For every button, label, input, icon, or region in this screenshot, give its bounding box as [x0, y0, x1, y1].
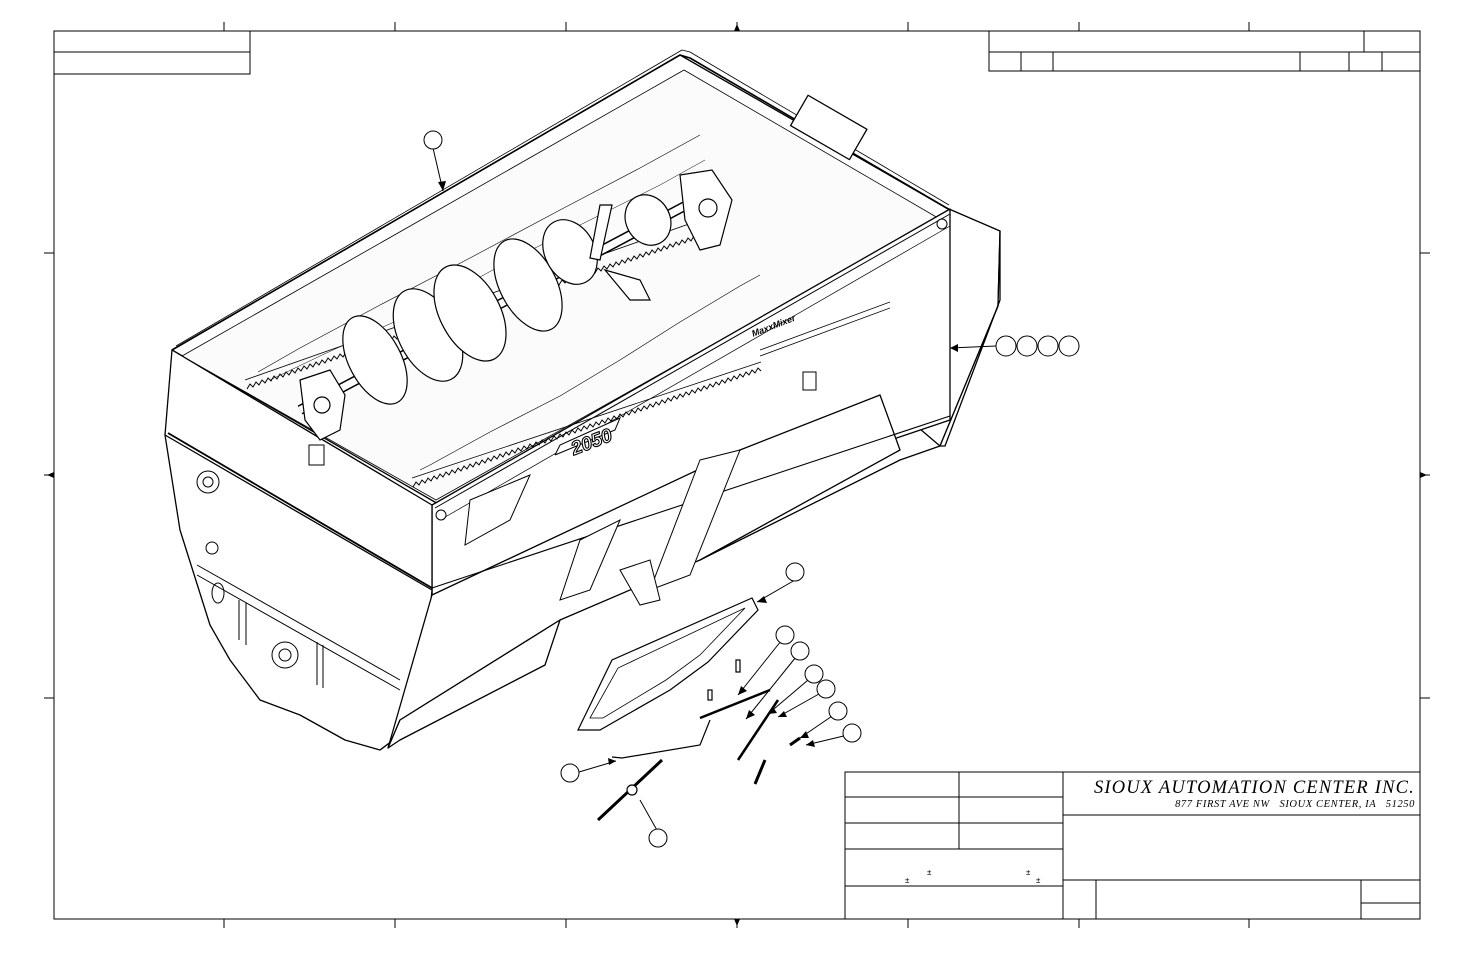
mixer-assembly	[164, 49, 1001, 751]
revision-block	[988, 30, 1421, 72]
company-name: SIOUX AUTOMATION CENTER INC.	[1093, 778, 1415, 798]
balloon-rod-1	[775, 625, 795, 645]
balloon-group-2	[1016, 335, 1038, 357]
balloon-group-3	[1037, 335, 1059, 357]
company-address: 877 FIRST AVE NW SIOUX CENTER, IA 51250	[1175, 799, 1415, 810]
tolerance-mark: ±	[1036, 876, 1041, 885]
door-assembly	[577, 597, 801, 822]
balloon-cylinder	[648, 828, 668, 848]
tolerance-mark: ±	[1026, 868, 1031, 877]
tolerance-mark: ±	[905, 876, 910, 885]
balloon-pin-2	[842, 723, 862, 743]
balloon-link	[560, 763, 580, 783]
leader-arrowheads	[438, 181, 958, 765]
tolerance-mark: ±	[927, 868, 932, 877]
leader-lines	[432, 147, 997, 833]
balloon-rod-4	[816, 679, 836, 699]
balloon-pin-1	[828, 701, 848, 721]
balloon-group-1	[995, 335, 1017, 357]
auger	[297, 169, 733, 441]
balloon-callouts	[423, 130, 1080, 848]
balloon-door	[785, 562, 805, 582]
body-details	[196, 218, 948, 691]
title-block	[844, 771, 1421, 920]
drawing-number-block	[53, 30, 251, 75]
balloon-rod-2	[790, 641, 810, 661]
sheet-arrows	[47, 24, 1427, 926]
balloon-top	[423, 130, 443, 150]
balloon-group-4	[1058, 335, 1080, 357]
balloon-rod-3	[804, 664, 824, 684]
